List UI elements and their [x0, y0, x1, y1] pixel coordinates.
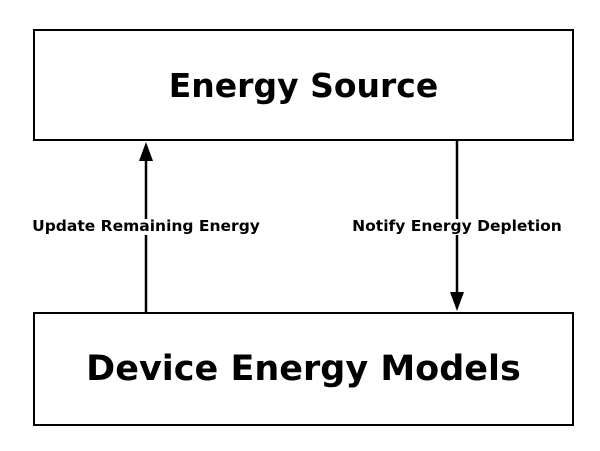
arrow-notify-energy-depletion-head	[450, 292, 464, 311]
update-remaining-energy-label: Update Remaining Energy	[32, 217, 260, 235]
energy-source-node: Energy Source	[33, 29, 574, 141]
arrow-update-remaining-energy-head	[139, 142, 153, 161]
device-energy-models-node: Device Energy Models	[33, 312, 574, 426]
notify-energy-depletion-label: Notify Energy Depletion	[352, 217, 562, 235]
